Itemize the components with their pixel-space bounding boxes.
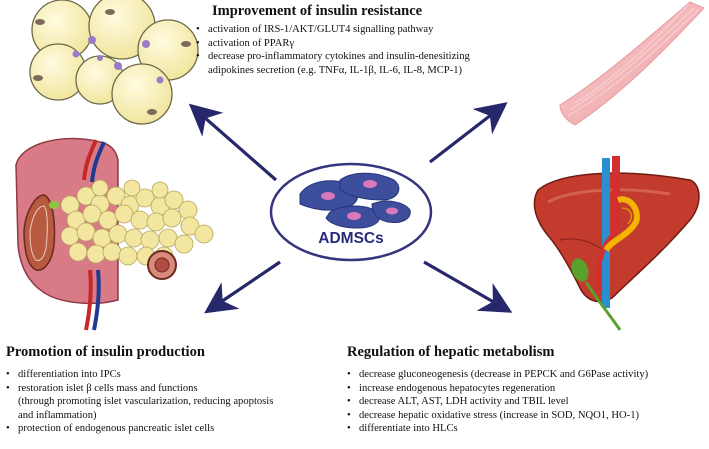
list-item-line: and inflammation) <box>18 409 97 421</box>
list-item-line: adipokines secretion (e.g. TNFα, IL-1β, … <box>208 64 463 76</box>
list-item: protection of endogenous pancreatic isle… <box>6 422 298 436</box>
list-item: differentiate into HLCs <box>347 422 707 436</box>
hepatic-metabolism-list: decrease gluconeogenesis (decrease in PE… <box>347 368 707 436</box>
insulin-resistance-panel: Improvement of insulin resistance activa… <box>196 2 526 77</box>
list-item: activation of IRS-1/AKT/GLUT4 signalling… <box>196 23 526 37</box>
list-item: increase endogenous hepatocytes regenera… <box>347 382 707 396</box>
list-item-line: (through promoting islet vascularization… <box>18 396 274 407</box>
list-item: decrease pro-inflammatory cytokines and … <box>196 50 526 77</box>
list-item-line: restoration islet β cells mass and funct… <box>18 382 198 394</box>
stem-cells-icon <box>269 162 433 262</box>
list-item: decrease hepatic oxidative stress (incre… <box>347 409 707 423</box>
hepatic-metabolism-title: Regulation of hepatic metabolism <box>347 344 555 360</box>
insulin-resistance-title: Improvement of insulin resistance <box>212 3 423 19</box>
hepatic-metabolism-panel: Regulation of hepatic metabolism decreas… <box>347 343 707 436</box>
pancreas-icon <box>15 137 214 331</box>
insulin-production-list: differentiation into IPCs restoration is… <box>6 368 298 436</box>
muscle-icon <box>559 1 705 126</box>
insulin-resistance-list: activation of IRS-1/AKT/GLUT4 signalling… <box>196 23 526 77</box>
list-item: decrease ALT, AST, LDH activity and TBIL… <box>347 395 707 409</box>
arrow-to-hepatic-metabolism <box>423 260 513 313</box>
insulin-production-title: Promotion of insulin production <box>6 344 205 360</box>
arrow-to-muscle <box>429 102 508 164</box>
arrow-to-insulin-resistance <box>188 103 278 182</box>
list-item: differentiation into IPCs <box>6 368 298 382</box>
admscs-label: ADMSCs <box>318 230 384 247</box>
adipocytes-icon <box>29 0 199 125</box>
list-item: restoration islet β cells mass and funct… <box>6 382 298 423</box>
list-item: decrease gluconeogenesis (decrease in PE… <box>347 368 707 382</box>
liver-icon <box>533 156 700 331</box>
arrow-to-insulin-production <box>204 260 281 314</box>
list-item: activation of PPARγ <box>196 37 526 51</box>
list-item-line: decrease pro-inflammatory cytokines and … <box>208 51 470 62</box>
insulin-production-panel: Promotion of insulin production differen… <box>6 343 298 436</box>
